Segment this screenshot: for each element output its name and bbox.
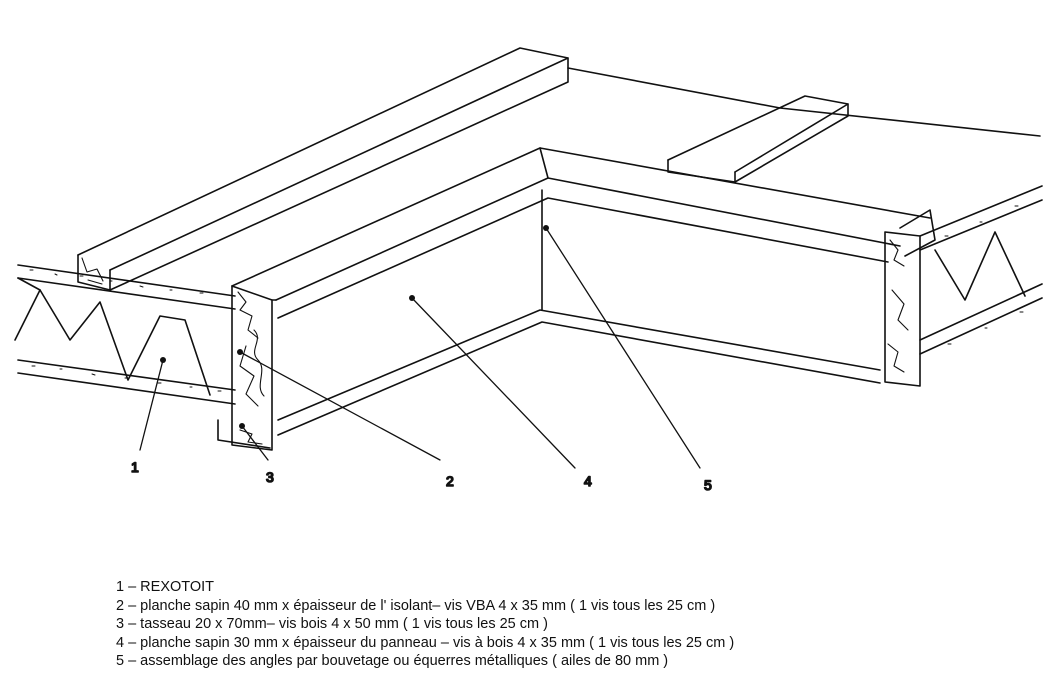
legend-item-2: 2 – planche sapin 40 mm x épaisseur de l… [116, 597, 716, 614]
top-plank-right [667, 95, 849, 183]
rexotoit-panel-right [919, 185, 1043, 355]
deck-top-edge [567, 67, 1041, 137]
legend-item-3: 3 – tasseau 20 x 70mm– vis bois 4 x 50 m… [116, 616, 548, 632]
inner-well [231, 147, 931, 436]
leader-dots [160, 225, 549, 429]
callout-2: 2 [446, 473, 454, 489]
legend-item-4: 4 – planche sapin 30 mm x épaisseur du p… [116, 634, 735, 651]
callout-3: 3 [266, 469, 274, 485]
right-plank [884, 209, 936, 387]
legend-item-5: 5 – assemblage des angles par bouvetage … [116, 653, 669, 669]
legend-item-1: 1 – REXOTOIT [116, 579, 215, 595]
callout-4: 4 [584, 473, 592, 489]
leader-lines [139, 227, 701, 469]
top-plank-far [77, 47, 569, 291]
callout-5: 5 [704, 477, 712, 493]
technical-drawing: 1 2 3 4 5 [14, 47, 1043, 494]
speckle-texture [29, 269, 222, 392]
rexotoit-panel-left [14, 264, 236, 405]
callout-1: 1 [131, 459, 139, 475]
legend: 1 – REXOTOIT 2 – planche sapin 40 mm x é… [116, 578, 734, 671]
front-plank [217, 285, 277, 451]
